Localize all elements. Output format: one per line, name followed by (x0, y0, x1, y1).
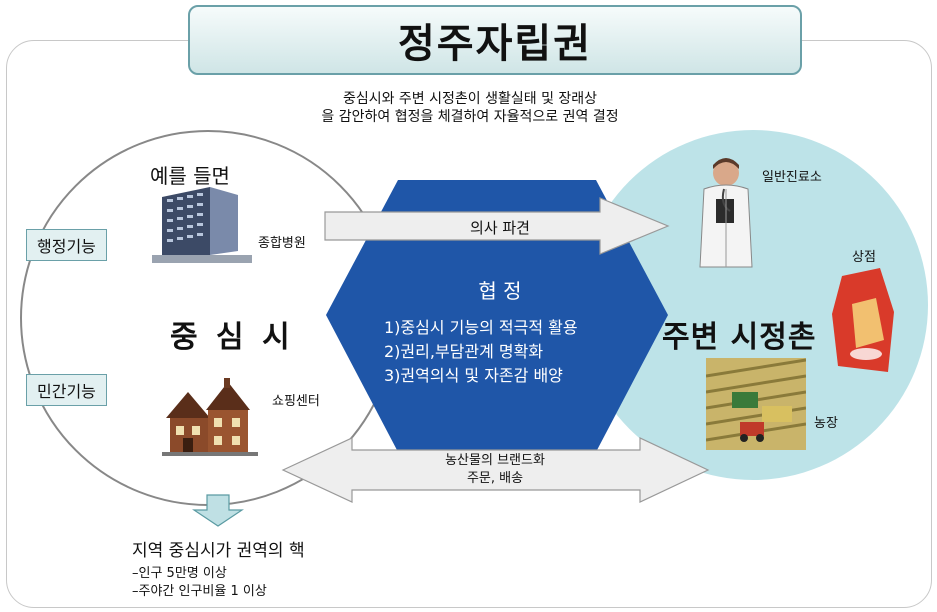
shopping-center-label: 쇼핑센터 (272, 394, 320, 409)
agreement-item-3: 3)권역의식 및 자존감 배양 (384, 366, 563, 385)
day-night-ratio-criterion: –주야간 인구비율 1 이상 (132, 584, 267, 599)
doctor-dispatch-arrow (324, 197, 670, 255)
farm-label: 농장 (814, 416, 838, 431)
admin-function-label: 행정기능 (26, 229, 107, 261)
shopping-center-icon (162, 378, 258, 456)
central-city-label: 중 심 시 (170, 320, 294, 355)
doctor-dispatch-label: 의사 파견 (470, 219, 530, 237)
produce-branding-label: 농산물의 브랜드화 (445, 453, 545, 468)
produce-arrow (281, 437, 710, 503)
example-label: 예를 들면 (150, 164, 230, 188)
clinic-label: 일반진료소 (762, 170, 822, 185)
page-title: 정주자립권 (188, 5, 802, 75)
agreement-item-2: 2)권리,부담관계 명확화 (384, 342, 544, 361)
produce-arrow-text: 농산물의 브랜드화 주문, 배송 (380, 452, 610, 488)
agreement-hexagon (326, 180, 668, 452)
private-function-label: 민간기능 (26, 374, 107, 406)
subtitle-line-1: 중심시와 주변 시정촌이 생활실태 및 장래상 (342, 91, 598, 107)
population-criterion: –인구 5만명 이상 (132, 566, 227, 581)
agreement-text: 협 정 1)중심시 기능의 적극적 활용 2)권리,부담관계 명확화 3)권역의… (380, 275, 620, 388)
hospital-label: 종합병원 (258, 236, 306, 251)
farm-icon (706, 358, 806, 450)
order-delivery-label: 주문, 배송 (466, 471, 524, 486)
doctor-icon (699, 158, 753, 268)
subtitle: 중심시와 주변 시정촌이 생활실태 및 장래상 을 감안하여 협정을 체결하여 … (250, 90, 690, 126)
hospital-icon (152, 187, 252, 263)
core-city-note: 지역 중심시가 권역의 핵 (132, 541, 305, 561)
subtitle-line-2: 을 감안하여 협정을 체결하여 자율적으로 권역 결정 (321, 109, 619, 125)
agreement-item-1: 1)중심시 기능의 적극적 활용 (384, 318, 578, 337)
agreement-title: 협 정 (478, 279, 522, 303)
down-arrow (192, 494, 244, 527)
surrounding-towns-label: 주변 시정촌 (662, 320, 817, 355)
store-label: 상점 (852, 250, 876, 265)
store-icon (832, 268, 894, 372)
bottom-note: 지역 중심시가 권역의 핵 –인구 5만명 이상 –주야간 인구비율 1 이상 (132, 536, 305, 601)
